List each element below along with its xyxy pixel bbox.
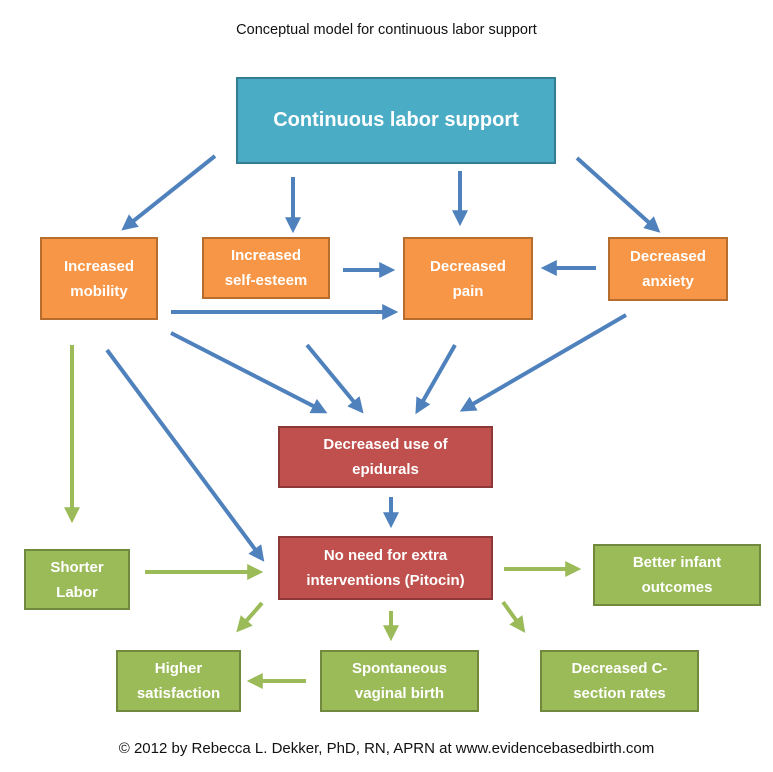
- arrow-anxiety-to-epidurals: [459, 313, 628, 412]
- node-decreased-c-section-rates: Decreased C- section rates: [540, 650, 699, 712]
- node-decreased-use-of-epidurals: Decreased use of epidurals: [278, 426, 493, 488]
- arrow-support-to-mobility: [121, 154, 217, 231]
- node-increased-self-esteem: Increased self-esteem: [202, 237, 330, 299]
- arrow-support-to-anxiety: [575, 156, 661, 233]
- arrow-interventions-to-csection: [501, 600, 526, 633]
- diagram-title: Conceptual model for continuous labor su…: [236, 22, 537, 38]
- node-continuous-labor-support: Continuous labor support: [236, 77, 556, 164]
- node-decreased-pain: Decreased pain: [403, 237, 533, 320]
- arrow-pain-to-epidurals: [415, 344, 457, 415]
- arrow-mobility-to-epidurals: [170, 331, 328, 414]
- node-better-infant-outcomes: Better infant outcomes: [593, 544, 761, 606]
- node-decreased-anxiety: Decreased anxiety: [608, 237, 728, 301]
- arrow-self-esteem-to-epidurals: [305, 343, 364, 414]
- node-shorter-labor: Shorter Labor: [24, 549, 130, 610]
- arrow-mobility-to-interventions: [105, 348, 265, 562]
- copyright-footer: © 2012 by Rebecca L. Dekker, PhD, RN, AP…: [118, 740, 655, 757]
- node-no-need-for-extra-interventions: No need for extra interventions (Pitocin…: [278, 536, 493, 600]
- node-higher-satisfaction: Higher satisfaction: [116, 650, 241, 712]
- node-spontaneous-vaginal-birth: Spontaneous vaginal birth: [320, 650, 479, 712]
- node-increased-mobility: Increased mobility: [40, 237, 158, 320]
- arrow-interventions-to-satisfaction: [236, 601, 264, 633]
